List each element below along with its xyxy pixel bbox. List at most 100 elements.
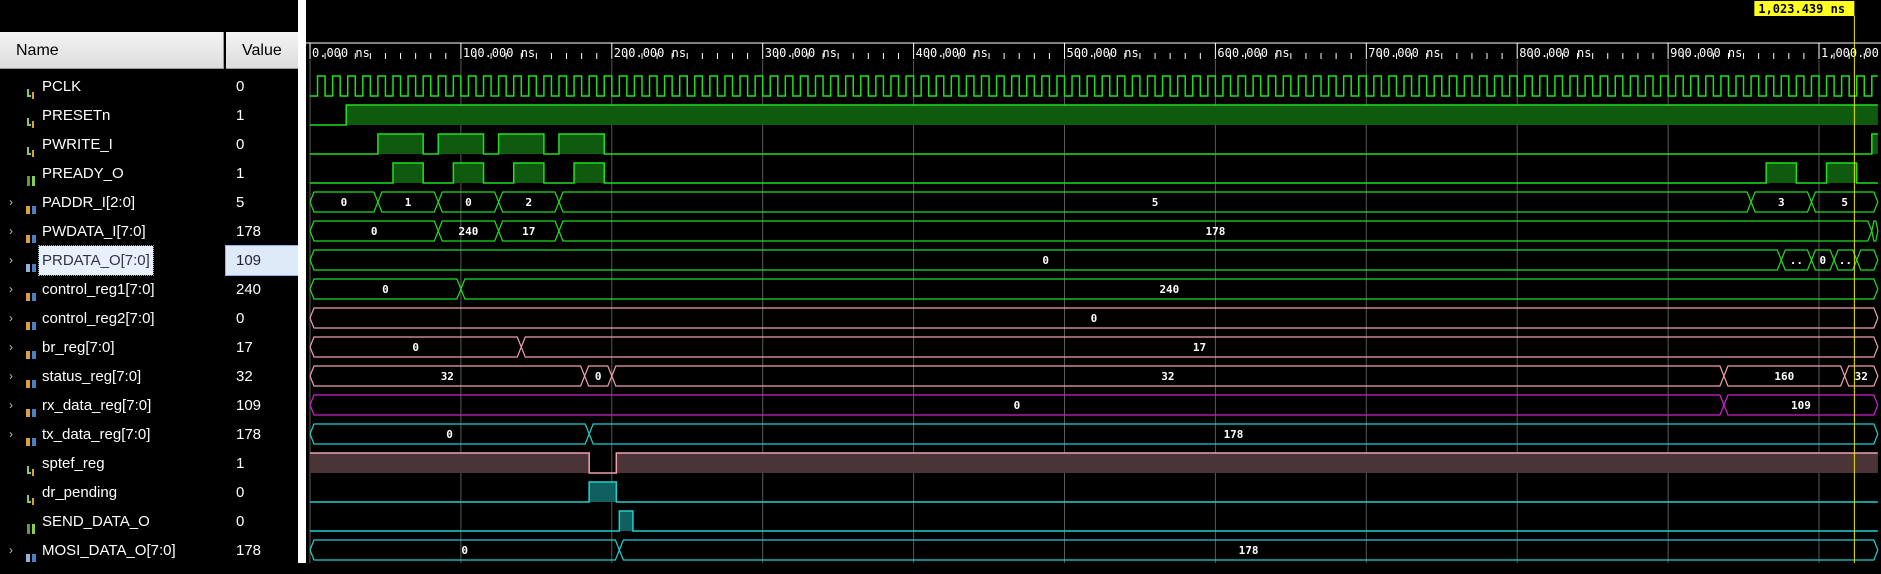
signal-name[interactable]: br_reg[7:0] bbox=[42, 338, 115, 356]
signal-name[interactable]: sptef_reg bbox=[42, 454, 105, 472]
signal-row-sptef-reg[interactable]: sptef_reg bbox=[0, 449, 224, 478]
signal-name[interactable]: dr_pending bbox=[42, 483, 118, 501]
signal-name[interactable]: control_reg1[7:0] bbox=[42, 280, 155, 298]
signal-value[interactable]: 240 bbox=[236, 280, 262, 298]
signal-row-paddr-i[interactable]: › PADDR_I[2:0] bbox=[0, 188, 224, 217]
expand-chevron-icon[interactable]: › bbox=[9, 542, 13, 557]
signal-value[interactable]: 1 bbox=[236, 106, 245, 124]
signal-row-pwdata-i[interactable]: › PWDATA_I[7:0] bbox=[0, 217, 224, 246]
signal-row-br-reg[interactable]: › br_reg[7:0] bbox=[0, 333, 224, 362]
signal-value[interactable]: 17 bbox=[236, 338, 253, 356]
signal-row-mosi-data-o[interactable]: › MOSI_DATA_O[7:0] bbox=[0, 536, 224, 565]
signal-row-control-reg2[interactable]: › control_reg2[7:0] bbox=[0, 304, 224, 333]
signal-value[interactable]: 109 bbox=[225, 244, 299, 276]
signal-row-pwrite-i[interactable]: PWRITE_I bbox=[0, 130, 224, 159]
bus-value-label: 0 bbox=[461, 544, 468, 557]
output-bit-icon bbox=[25, 516, 38, 534]
bus-value-label: 178 bbox=[1224, 428, 1244, 441]
signal-value[interactable]: 178 bbox=[236, 425, 262, 443]
waveform-presetn[interactable] bbox=[310, 104, 1878, 126]
expand-chevron-icon[interactable]: › bbox=[9, 223, 13, 238]
signal-value[interactable]: 0 bbox=[236, 483, 245, 501]
bus-segment bbox=[1844, 365, 1879, 387]
signal-value[interactable]: 0 bbox=[236, 309, 245, 327]
waveform-pclk[interactable] bbox=[310, 75, 1878, 97]
signal-name[interactable]: MOSI_DATA_O[7:0] bbox=[42, 541, 176, 559]
signal-value[interactable]: 109 bbox=[236, 396, 262, 414]
expand-chevron-icon[interactable]: › bbox=[9, 368, 13, 383]
signal-row-pready-o[interactable]: PREADY_O bbox=[0, 159, 224, 188]
waveform-pwrite-i[interactable] bbox=[310, 133, 1878, 155]
bus-value-label: 1 bbox=[405, 196, 412, 209]
name-column-header[interactable]: Name bbox=[0, 32, 224, 69]
signal-name[interactable]: PWRITE_I bbox=[42, 135, 113, 153]
bus-value-label: 17 bbox=[1193, 341, 1206, 354]
waveform-dr-pending[interactable] bbox=[310, 481, 1878, 503]
bus-value-label: 0 bbox=[1819, 254, 1826, 267]
bus-segment bbox=[1856, 249, 1879, 271]
waveform-pready-o[interactable] bbox=[310, 162, 1878, 184]
signal-row-pclk[interactable]: PCLK bbox=[0, 72, 224, 101]
expand-chevron-icon[interactable]: › bbox=[9, 397, 13, 412]
expand-chevron-icon[interactable]: › bbox=[9, 339, 13, 354]
signal-value[interactable]: 1 bbox=[236, 164, 245, 182]
signal-row-rx-data-reg[interactable]: › rx_data_reg[7:0] bbox=[0, 391, 224, 420]
signal-name[interactable]: PCLK bbox=[42, 77, 82, 95]
signal-row-send-data-o[interactable]: SEND_DATA_O bbox=[0, 507, 224, 536]
expand-chevron-icon[interactable]: › bbox=[9, 194, 13, 209]
expand-chevron-icon[interactable]: › bbox=[9, 310, 13, 325]
expand-chevron-icon[interactable]: › bbox=[9, 252, 13, 267]
signal-row-tx-data-reg[interactable]: › tx_data_reg[7:0] bbox=[0, 420, 224, 449]
expand-chevron-icon[interactable]: › bbox=[9, 426, 13, 441]
signal-name[interactable]: PREADY_O bbox=[42, 164, 124, 182]
waveform-prdata-o[interactable]: 0..0.. bbox=[309, 249, 1879, 271]
signal-name[interactable]: tx_data_reg[7:0] bbox=[42, 425, 151, 443]
signal-value[interactable]: 0 bbox=[236, 77, 245, 95]
input-bit-icon bbox=[25, 110, 38, 128]
signal-name[interactable]: PADDR_I[2:0] bbox=[42, 193, 136, 211]
waveform-control-reg2[interactable]: 0 bbox=[309, 307, 1879, 329]
bus-out-icon bbox=[25, 545, 38, 562]
signal-value[interactable]: 0 bbox=[236, 135, 245, 153]
signal-name[interactable]: SEND_DATA_O bbox=[42, 512, 150, 530]
signal-value[interactable]: 32 bbox=[236, 367, 253, 385]
signal-value[interactable]: 5 bbox=[236, 193, 245, 211]
signal-name[interactable]: control_reg2[7:0] bbox=[42, 309, 155, 327]
signal-value[interactable]: 178 bbox=[236, 541, 262, 559]
signal-value[interactable]: 0 bbox=[236, 512, 245, 530]
bus-value-label: 2 bbox=[525, 196, 532, 209]
value-column-header[interactable]: Value bbox=[226, 32, 298, 69]
time-cursor-flag[interactable] bbox=[1754, 1, 1855, 16]
waveform-send-data-o[interactable] bbox=[310, 510, 1878, 532]
signal-name[interactable]: PRESETn bbox=[42, 106, 111, 124]
signal-row-control-reg1[interactable]: › control_reg1[7:0] bbox=[0, 275, 224, 304]
signal-value[interactable]: 1 bbox=[236, 454, 245, 472]
panel-splitter[interactable] bbox=[298, 0, 306, 563]
expand-chevron-icon[interactable]: › bbox=[9, 281, 13, 296]
bus-segment bbox=[1871, 220, 1879, 242]
signal-row-dr-pending[interactable]: dr_pending bbox=[0, 478, 224, 507]
bus-icon bbox=[25, 313, 38, 330]
signal-name[interactable]: status_reg[7:0] bbox=[42, 367, 142, 385]
signal-row-presetn[interactable]: PRESETn bbox=[0, 101, 224, 130]
signal-name[interactable]: rx_data_reg[7:0] bbox=[42, 396, 152, 414]
waveform-sptef-reg[interactable] bbox=[310, 452, 1878, 474]
high-level-fill bbox=[616, 453, 1878, 473]
signal-row-prdata-o[interactable]: › PRDATA_O[7:0] bbox=[0, 244, 224, 276]
signal-name[interactable]: PWDATA_I[7:0] bbox=[42, 222, 146, 240]
signal-name[interactable]: PRDATA_O[7:0] bbox=[38, 244, 154, 276]
bus-segment bbox=[460, 278, 1879, 300]
signal-value[interactable]: 178 bbox=[236, 222, 262, 240]
bus-value-label: 0 bbox=[1014, 399, 1021, 412]
signal-row-status-reg[interactable]: › status_reg[7:0] bbox=[0, 362, 224, 391]
